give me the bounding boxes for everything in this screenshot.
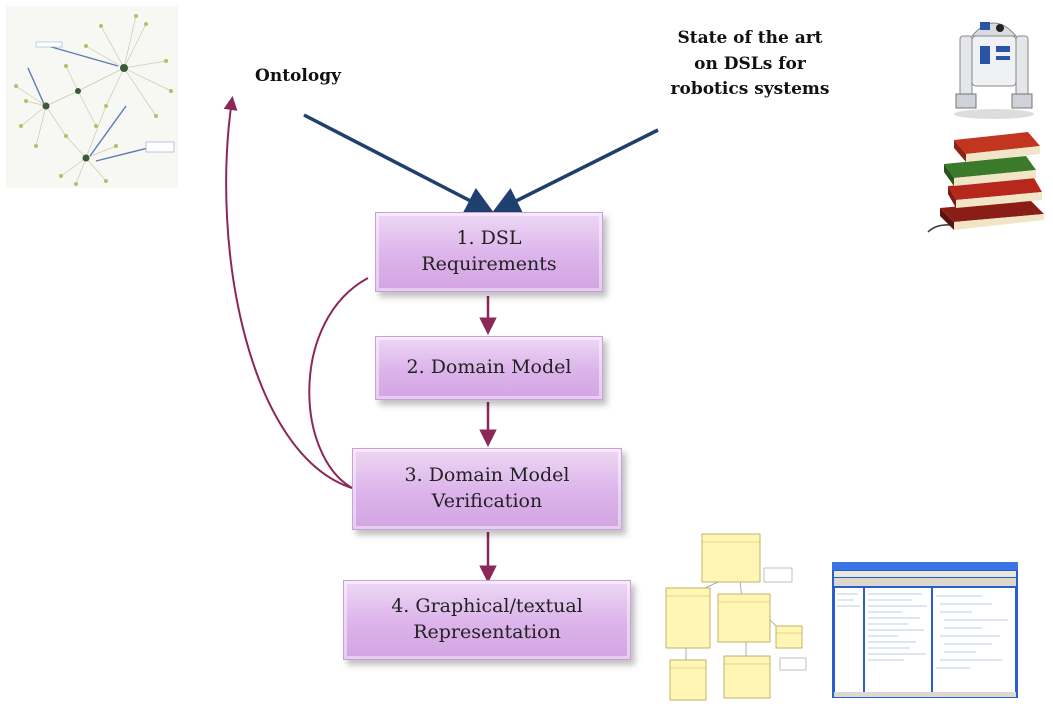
network-graph-icon (14, 14, 175, 186)
ide-window-icon (832, 562, 1018, 698)
robot-image (942, 6, 1046, 120)
state-of-art-label: State of the art on DSLs for robotics sy… (670, 28, 830, 99)
verification-to-requirements-arrow (308, 277, 369, 489)
uml-diagram-image (662, 530, 812, 705)
state-of-art-arrow (491, 128, 659, 214)
step-dsl-requirements: 1. DSL Requirements (375, 212, 603, 292)
uml-class-diagram-icon (665, 533, 807, 701)
books-image (918, 122, 1050, 240)
step-graphical-textual-representation: 4. Graphical/textual Representation (343, 580, 631, 660)
ontology-graph-image (6, 6, 178, 188)
ontology-arrow (303, 113, 495, 214)
step-domain-model: 2. Domain Model (375, 336, 603, 400)
editor-screenshot-image (832, 562, 1018, 698)
books-stack-icon (927, 132, 1044, 233)
verification-to-ontology-arrow (223, 96, 353, 489)
ontology-label: Ontology (255, 66, 341, 86)
robot-icon (954, 22, 1034, 119)
step-domain-model-verification: 3. Domain Model Verification (352, 448, 622, 530)
